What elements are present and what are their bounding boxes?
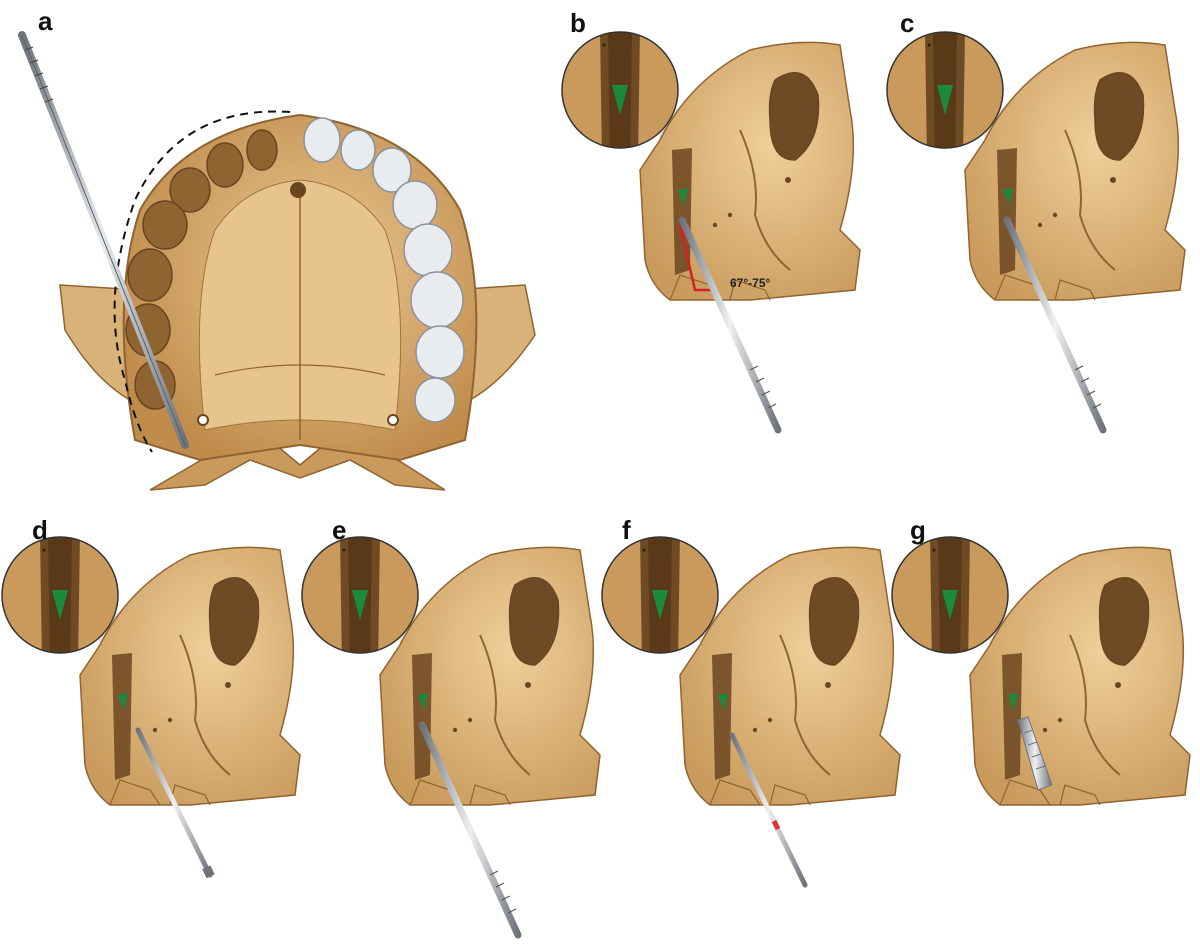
pterygoid-fissure (112, 653, 132, 780)
palate-illustration (18, 31, 536, 491)
panel-f: f (600, 505, 910, 945)
zoom-inset (886, 31, 1004, 149)
green-marker (1008, 693, 1018, 710)
orbit (1093, 72, 1145, 161)
zoom-inset (601, 536, 719, 654)
zoom-inset (561, 31, 679, 149)
panel-e: e (300, 505, 610, 945)
green-marker (678, 188, 688, 205)
panel-a: a (0, 0, 560, 510)
zoom-inset (1, 536, 119, 654)
panel-g: g (890, 505, 1200, 945)
green-marker (118, 693, 128, 710)
pterygoid-fissure (712, 653, 732, 780)
orbit (208, 577, 260, 666)
green-marker (418, 693, 428, 710)
orbit (808, 577, 860, 666)
teeth (303, 117, 465, 423)
panel-label-a: a (38, 6, 53, 36)
maxilla-illustration (886, 31, 1186, 434)
maxilla-illustration (891, 536, 1191, 806)
pterygoid-fissure (1002, 653, 1022, 780)
angle-label: 67°-75° (730, 276, 770, 290)
panel-label-c: c (900, 8, 915, 38)
periodontal-probe (18, 31, 189, 449)
panel-label-e: e (332, 515, 347, 545)
orbit (768, 72, 820, 161)
maxilla-illustration (601, 536, 901, 888)
empty-sockets (125, 129, 278, 410)
green-marker (718, 693, 728, 710)
orbit (1098, 577, 1150, 666)
zoom-inset (301, 536, 419, 654)
pterygoid-fissure (672, 148, 692, 275)
pterygoid-fissure (412, 653, 432, 780)
drill-instrument (135, 727, 215, 879)
panel-label-d: d (32, 515, 48, 545)
panel-b: 67°-75° b (560, 0, 870, 440)
pterygoid-fissure (997, 148, 1017, 275)
maxilla-illustration (1, 536, 301, 879)
implant-instrument (1017, 716, 1053, 791)
probe-instrument (1003, 216, 1107, 434)
maxilla-illustration: 67°-75° (561, 31, 861, 434)
drill-instrument (729, 732, 808, 888)
probe-instrument (418, 721, 522, 939)
zoom-inset (891, 536, 1009, 654)
maxilla-illustration (301, 536, 601, 939)
panel-c: c (885, 0, 1195, 440)
panel-label-g: g (910, 515, 926, 545)
green-marker (1003, 188, 1013, 205)
orbit (508, 577, 560, 666)
panel-label-f: f (622, 515, 631, 545)
panel-d: d (0, 505, 310, 945)
probe-instrument (678, 216, 782, 434)
panel-label-b: b (570, 8, 586, 38)
